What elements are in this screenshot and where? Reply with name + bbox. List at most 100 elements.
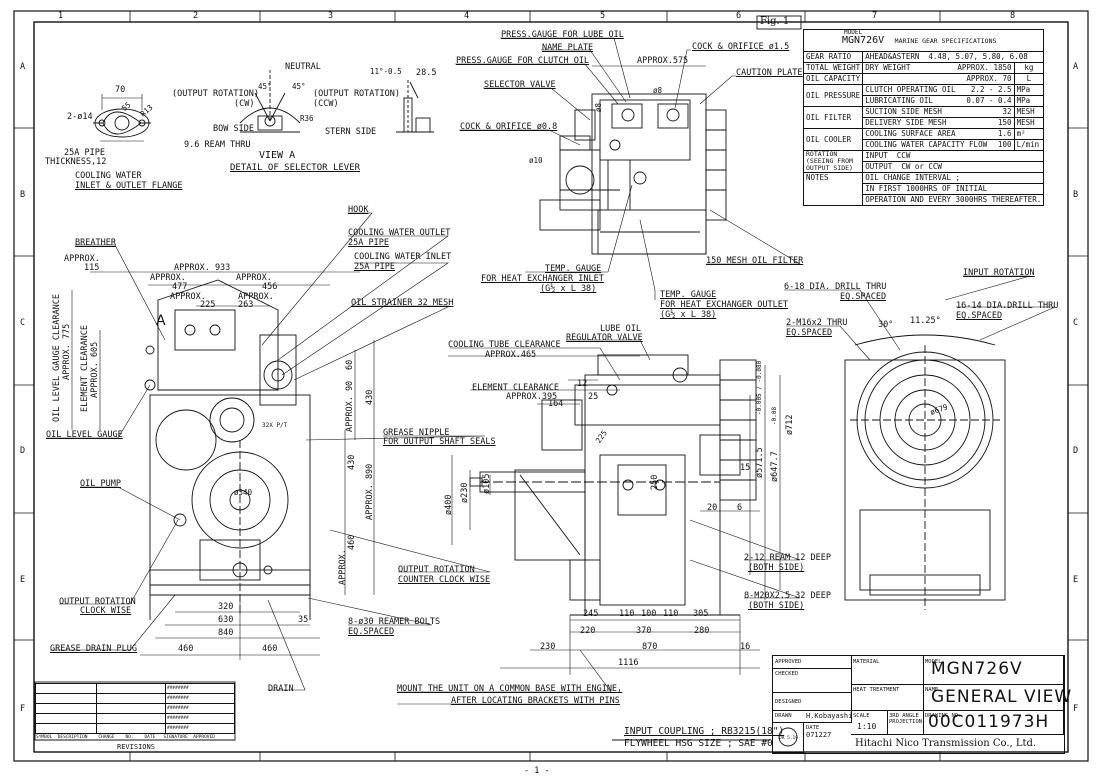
spec-cooling-area-label: COOLING SURFACE AREA (865, 129, 956, 138)
flange-thickness-label: THICKNESS,12 (45, 157, 107, 167)
spec-model-value: MGN726V (842, 35, 885, 46)
heat-treatment-label: HEAT TREATMENT (853, 687, 900, 693)
dim-16: 16 (740, 642, 751, 652)
spec-notes-label: NOTES (802, 172, 864, 206)
approx-456-value: 456 (262, 282, 278, 292)
view-a-title: VIEW A (259, 150, 296, 161)
mount-note-line-1: MOUNT THE UNIT ON A COMMON BASE WITH ENG… (397, 684, 623, 694)
rev-header-description: DESCRIPTION (57, 735, 88, 740)
approx-477-value: 477 (172, 282, 188, 292)
model-value: MGN726V (931, 659, 1023, 679)
drill-16-14-label: 16-14 DIA.DRILL THRU (956, 301, 1059, 311)
element-clearance-label: ELEMENT CLEARANCE (80, 325, 90, 412)
checked-label: CHECKED (775, 671, 799, 677)
dim-110-a: 110 (619, 609, 635, 619)
spec-cooling-flow-label: COOLING WATER CAPACITY FLOW (865, 140, 988, 149)
zone-row-f: F (20, 704, 26, 714)
approx-605-dim: APPROX. 605 (90, 341, 100, 398)
approx-225-label: APPROX. (170, 292, 206, 302)
angle-11-25: 11.25° (910, 316, 941, 326)
revisions-title: REVISIONS (117, 743, 155, 751)
spec-oil-pressure-label: OIL PRESSURE (802, 84, 864, 107)
dim-230: 230 (540, 642, 556, 652)
approx-477-label: APPROX. (150, 273, 186, 283)
output-rotation-ccw-sub: (CCW) (313, 99, 339, 109)
rev-header-signature: SIGNATURE (163, 735, 188, 740)
lube-oil-valve-label-2: REGULATOR VALVE (566, 333, 643, 343)
zone-row-f-right: F (1073, 704, 1079, 714)
drawn-by-name: H.Kobayashi (806, 712, 853, 720)
stern-side-label: STERN SIDE (325, 127, 377, 137)
rev-header-no: NO. (125, 735, 134, 740)
name-label: NAME (925, 687, 939, 693)
rev-header-approved: APPROVED (193, 735, 215, 740)
zone-col-4: 4 (464, 11, 470, 21)
spec-cooling-flow-value: 100 (998, 140, 1012, 149)
dim-460-vertical: 460 (347, 534, 357, 550)
approx-575-dim: APPROX.575 (637, 56, 689, 66)
dim-370: 370 (636, 626, 652, 636)
zone-row-a: A (20, 62, 26, 72)
cooling-tube-clearance-label: COOLING TUBE CLEARANCE (448, 340, 561, 350)
drawing-number: 00C011973H (928, 712, 1050, 732)
grease-nipple-label-2: FOR OUTPUT SHAFT SEALS (383, 437, 496, 447)
temp-gauge-outlet-label: TEMP. GAUGE (660, 290, 717, 300)
company-logo: DR 5.19 (779, 736, 798, 741)
dim-25: 25 (588, 392, 599, 402)
dim-approx-vertical: APPROX. (338, 549, 348, 585)
phi647-tolerance: -0.08 (771, 406, 778, 425)
oil-pump-label: OIL PUMP (80, 479, 121, 489)
phi230-dim: ø230 (460, 482, 470, 503)
phi571-dim: ø571.5 (755, 447, 765, 478)
drill-16-14-sub: EQ.SPACED (956, 311, 1003, 321)
dim-840: 840 (218, 628, 234, 638)
output-rotation-cw-sub: (CW) (234, 99, 255, 109)
page-number: - 1 - (524, 766, 550, 776)
spec-rotation-label-3: OUTPUT SIDE) (806, 164, 853, 172)
dim-870: 870 (642, 642, 658, 652)
projection-label: 3RD ANGLE PROJECTION (889, 713, 923, 725)
temp-gauge-inlet-spec: (G½ x L 38) (540, 284, 597, 294)
cooling-water-outlet-pipe: 25A PIPE (348, 238, 389, 248)
cooling-water-inlet-pipe: 25A PIPE (354, 262, 395, 272)
spec-oil-capacity-value: APPROX. 70 (862, 73, 1015, 85)
angle-30: 30° (878, 320, 894, 330)
dim-430-lower: 430 (347, 454, 357, 470)
press-gauge-clutch-label: PRESS.GAUGE FOR CLUTCH OIL (456, 56, 590, 66)
zone-row-d: D (20, 446, 26, 456)
dim-164: 164 (548, 399, 564, 409)
temp-gauge-outlet-spec: (G½ x L 38) (660, 310, 717, 320)
spec-lube-oil-value: 0.07 - 0.4 (966, 96, 1012, 105)
spec-gear-ratio-label: GEAR RATIO (802, 51, 864, 63)
caution-plate-label: CAUTION PLATE (736, 68, 803, 78)
approx-115-label: APPROX. (64, 254, 100, 264)
revision-mark-1: ######## (165, 683, 235, 694)
material-label: MATERIAL (853, 659, 880, 665)
spec-oil-capacity-label: OIL CAPACITY (802, 73, 864, 85)
spec-cooling-flow-unit: L/min (1013, 139, 1045, 151)
phi10-dim: ø10 (529, 156, 543, 165)
zone-col-7: 7 (872, 11, 878, 21)
oil-level-gauge-label: OIL LEVEL GAUGE (46, 430, 123, 440)
mesh-150-filter-label: 150 MESH OIL FILTER (706, 256, 804, 266)
dim-15: 15 (740, 463, 751, 473)
flange-2phi14-dim: 2-ø14 (67, 112, 93, 122)
drawing-number-label: DRAWING NO. (925, 713, 962, 719)
zone-row-d-right: D (1073, 446, 1079, 456)
spec-notes-line-2: IN FIRST 1000HRS OF INITIAL (862, 183, 1045, 195)
drill-6-18-sub: EQ.SPACED (840, 292, 887, 302)
cock-orifice-08-label: COCK & ORIFICE ø0.8 (460, 122, 558, 132)
zone-col-8: 8 (1010, 11, 1016, 21)
bow-side-label: BOW SIDE (213, 124, 254, 134)
element-clearance-mid-label: ELEMENT CLEARANCE (472, 383, 559, 393)
output-rotation-cw-label: (OUTPUT ROTATION) (172, 89, 259, 99)
angle-11-dim: 11°-0.5 (370, 67, 402, 76)
mount-note-line-2: AFTER LOCATING BRACKETS WITH PINS (451, 696, 620, 706)
temp-gauge-inlet-label-2: FOR HEAT EXCHANGER INLET (481, 274, 604, 284)
dim-460-left: 460 (178, 644, 194, 654)
zone-col-1: 1 (58, 11, 64, 21)
approx-225-value: 225 (200, 300, 216, 310)
ream-12-label: 2-12 REAM 12 DEEP (744, 553, 831, 563)
